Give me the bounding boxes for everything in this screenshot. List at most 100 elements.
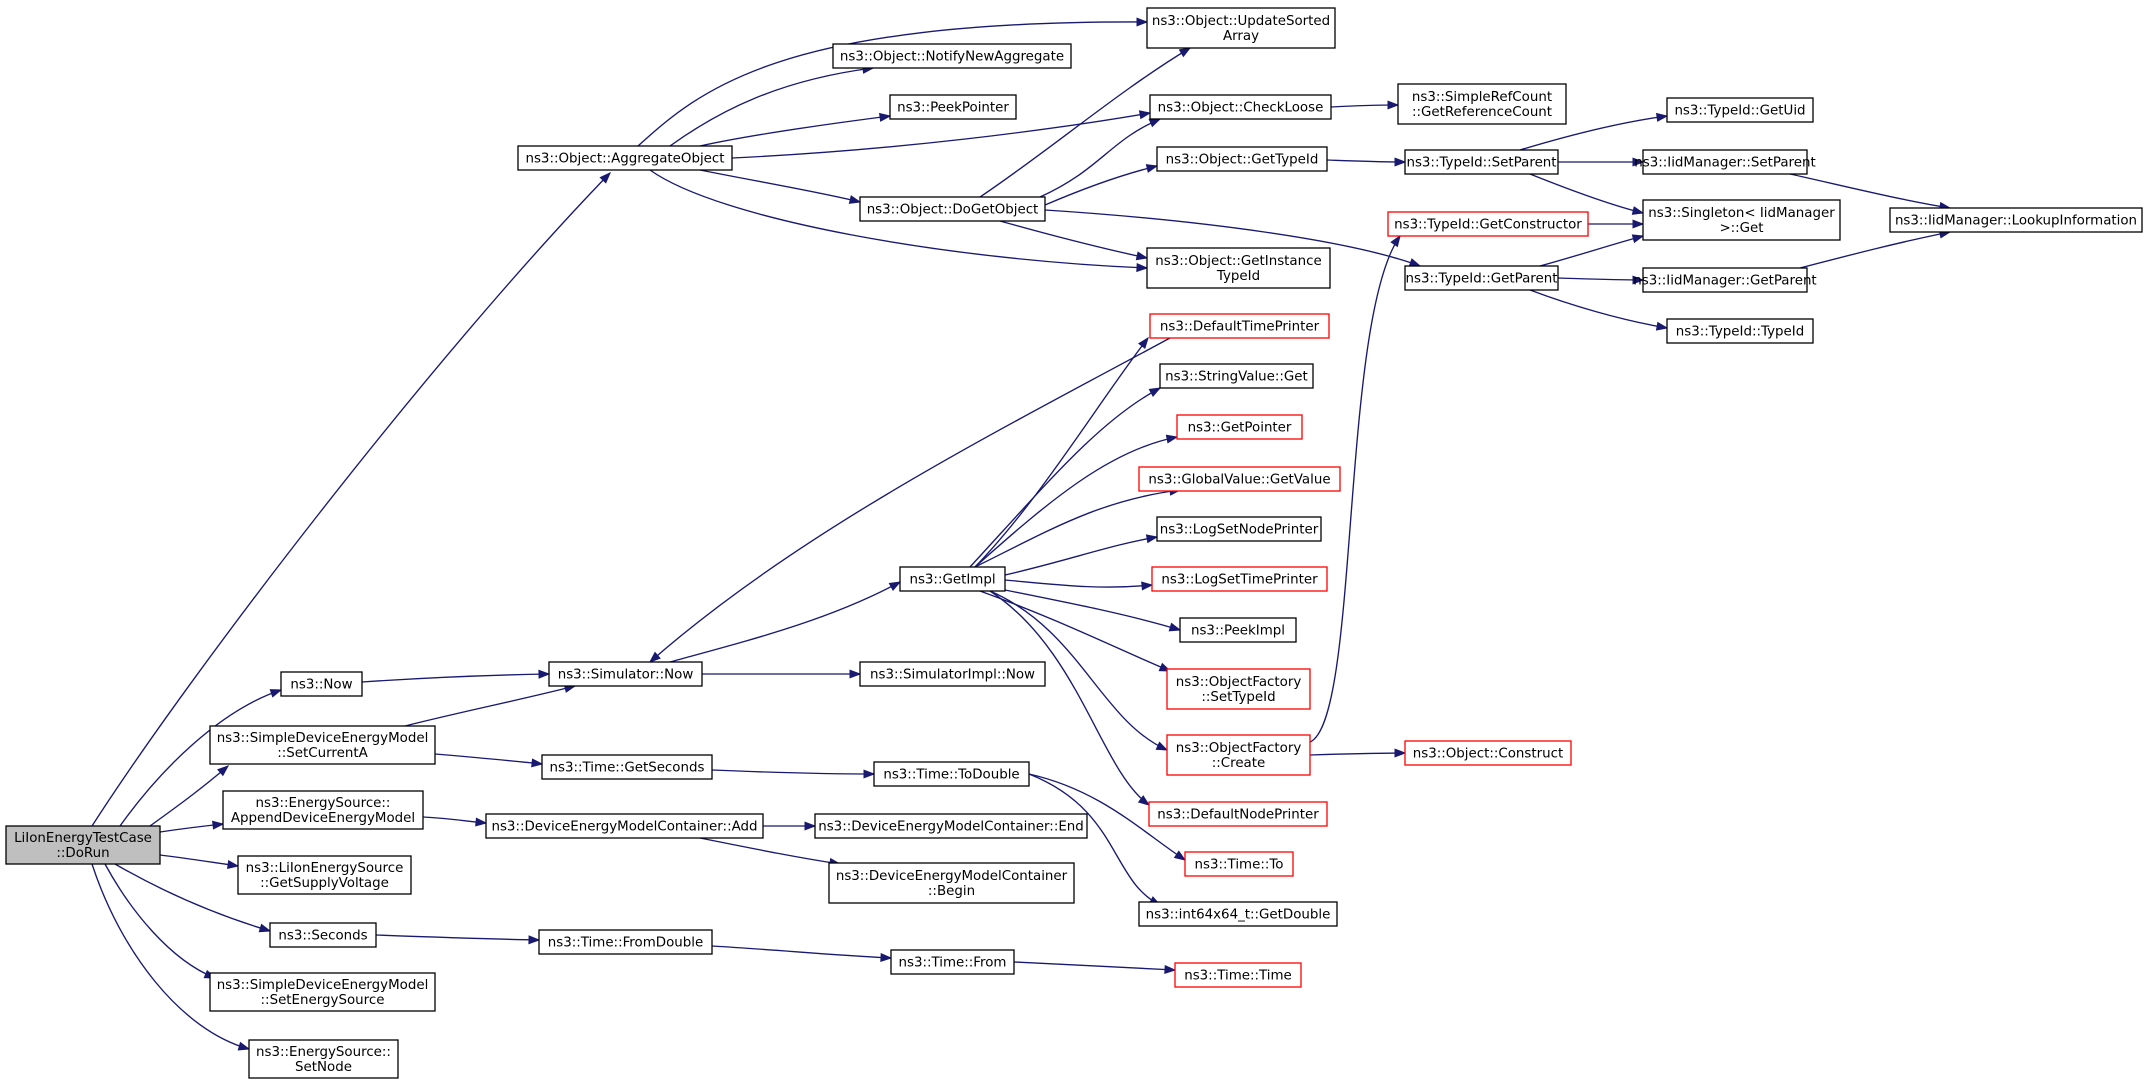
arrow-head (475, 817, 488, 827)
node-n35[interactable]: ns3::ObjectFactory::SetTypeId (1166, 668, 1311, 710)
node-n7[interactable]: ns3::SimpleDeviceEnergyModel::SetEnergyS… (209, 972, 436, 1012)
node-n15[interactable]: ns3::SimpleRefCount::GetReferenceCount (1397, 83, 1567, 125)
node-n34[interactable]: ns3::PeekImpl (1179, 617, 1297, 643)
node-n22[interactable]: ns3::IidManager::LookupInformation (1889, 207, 2143, 233)
node-n37[interactable]: ns3::DefaultNodePrinter (1148, 801, 1328, 827)
node-label-line: ns3::LiIonEnergySource (246, 861, 404, 876)
call-edge-n1-n12 (731, 110, 1152, 159)
node-box (548, 661, 703, 687)
call-edge-n0-n5 (159, 854, 240, 869)
edge-line (1529, 289, 1668, 329)
node-box (1642, 199, 1841, 241)
node-n45[interactable]: ns3::DeviceEnergyModelContainer::End (814, 813, 1088, 839)
edge-line (159, 854, 239, 867)
node-n12[interactable]: ns3::Object::CheckLoose (1149, 94, 1332, 120)
call-edge-n18-n19 (1519, 112, 1669, 151)
node-n2[interactable]: ns3::Now (280, 671, 363, 697)
node-n13[interactable]: ns3::Object::DoGetObject (859, 196, 1046, 222)
edge-line (1557, 277, 1644, 281)
edge-line (989, 590, 1168, 751)
edge-line (669, 67, 874, 147)
node-box (1174, 962, 1302, 988)
node-n18[interactable]: ns3::TypeId::SetParent (1404, 149, 1559, 175)
arrow-head (1387, 100, 1400, 110)
arrow-head (1655, 321, 1669, 331)
node-n48[interactable]: ns3::Time::From (890, 949, 1015, 975)
node-n42[interactable]: ns3::Time::To (1184, 851, 1294, 877)
node-n0[interactable]: LiIonEnergyTestCase::DoRun (5, 825, 161, 865)
node-n11[interactable]: ns3::PeekPointer (889, 94, 1017, 120)
edge-line (1028, 773, 1186, 861)
node-n26[interactable]: ns3::DefaultTimePrinter (1149, 313, 1330, 339)
node-n19[interactable]: ns3::TypeId::GetUid (1666, 97, 1814, 123)
node-n16[interactable]: ns3::Object::GetTypeId (1156, 146, 1328, 172)
node-n25[interactable]: ns3::Simulator::Now (548, 661, 703, 687)
node-box (873, 761, 1030, 787)
edge-line (1799, 231, 1951, 269)
node-box (1642, 267, 1808, 293)
node-n21[interactable]: ns3::Singleton< IidManager >::Get (1642, 199, 1841, 241)
edge-line (979, 47, 1191, 198)
node-n4[interactable]: ns3::EnergySource::AppendDeviceEnergyMod… (222, 790, 424, 830)
node-n31[interactable]: ns3::GlobalValue::GetValue (1138, 466, 1341, 492)
node-n38[interactable]: ns3::TypeId::GetConstructor (1387, 211, 1589, 237)
node-n40[interactable]: ns3::Time::GetSeconds (541, 754, 713, 780)
node-box (1404, 149, 1559, 175)
arrow-head (1631, 206, 1645, 215)
edge-line (711, 945, 892, 959)
node-n1[interactable]: ns3::Object::AggregateObject (517, 145, 733, 171)
node-n30[interactable]: ns3::GetPointer (1176, 414, 1303, 440)
node-label-line: ns3::TypeId::GetUid (1674, 104, 1805, 119)
arrow-head (1632, 157, 1645, 167)
call-edge-n16-n18 (1326, 157, 1407, 167)
arrow-head (1145, 164, 1159, 173)
node-n17[interactable]: ns3::TypeId::GetParent (1404, 265, 1559, 291)
edge-line (1044, 209, 1421, 267)
node-n5[interactable]: ns3::LiIonEnergySource::GetSupplyVoltage (237, 855, 412, 895)
node-label-line: Array (1223, 29, 1259, 44)
call-edge-n2-n25 (361, 669, 551, 683)
node-label-line: ns3::GetPointer (1188, 421, 1292, 436)
node-n3[interactable]: ns3::SimpleDeviceEnergyModel::SetCurrent… (209, 725, 436, 765)
arrow-head (237, 1041, 251, 1051)
node-box (1176, 414, 1303, 440)
node-n36[interactable]: ns3::ObjectFactory::Create (1166, 734, 1311, 776)
edge-line (114, 863, 271, 932)
node-n8[interactable]: ns3::EnergySource::SetNode (248, 1039, 399, 1079)
node-n27[interactable]: ns3::GetImpl (899, 566, 1006, 592)
node-n23[interactable]: ns3::IidManager::GetParent (1633, 267, 1817, 293)
node-n43[interactable]: ns3::int64x64_t::GetDouble (1138, 901, 1338, 927)
node-label-line: ns3::Seconds (278, 929, 367, 944)
node-label-line: ns3::Time::GetSeconds (550, 761, 705, 776)
node-label-line: ns3::IidManager::SetParent (1634, 156, 1816, 171)
node-n24[interactable]: ns3::TypeId::TypeId (1666, 318, 1814, 344)
node-n28[interactable]: ns3::SimulatorImpl::Now (859, 661, 1046, 687)
node-box (269, 922, 377, 948)
node-box (1184, 851, 1294, 877)
node-n20[interactable]: ns3::IidManager::SetParent (1634, 149, 1816, 175)
node-label-line: ::SetEnergySource (261, 993, 385, 1008)
node-n32[interactable]: ns3::LogSetNodePrinter (1156, 516, 1322, 542)
node-n41[interactable]: ns3::Time::ToDouble (873, 761, 1030, 787)
node-n44[interactable]: ns3::DeviceEnergyModelContainer::Add (485, 813, 764, 839)
node-box (889, 94, 1017, 120)
node-box (1666, 97, 1814, 123)
node-n10[interactable]: ns3::Object::NotifyNewAggregate (832, 43, 1072, 69)
node-n39[interactable]: ns3::Object::Construct (1404, 740, 1572, 766)
node-n46[interactable]: ns3::DeviceEnergyModelContainer::Begin (828, 862, 1075, 904)
call-edge-n36-n38 (1309, 234, 1401, 743)
node-n49[interactable]: ns3::Time::Time (1174, 962, 1302, 988)
node-label-line: ns3::SimpleDeviceEnergyModel (217, 731, 429, 746)
node-n29[interactable]: ns3::StringValue::Get (1159, 363, 1314, 389)
node-n33[interactable]: ns3::LogSetTimePrinter (1151, 566, 1328, 592)
node-n47[interactable]: ns3::Time::FromDouble (538, 929, 713, 955)
arrow-head (1136, 17, 1149, 27)
node-n6[interactable]: ns3::Seconds (269, 922, 377, 948)
node-box (1138, 901, 1338, 927)
node-box (814, 813, 1088, 839)
arrow-head (269, 689, 283, 698)
edge-line (91, 863, 250, 1050)
call-edge-n17-n23 (1557, 275, 1645, 285)
